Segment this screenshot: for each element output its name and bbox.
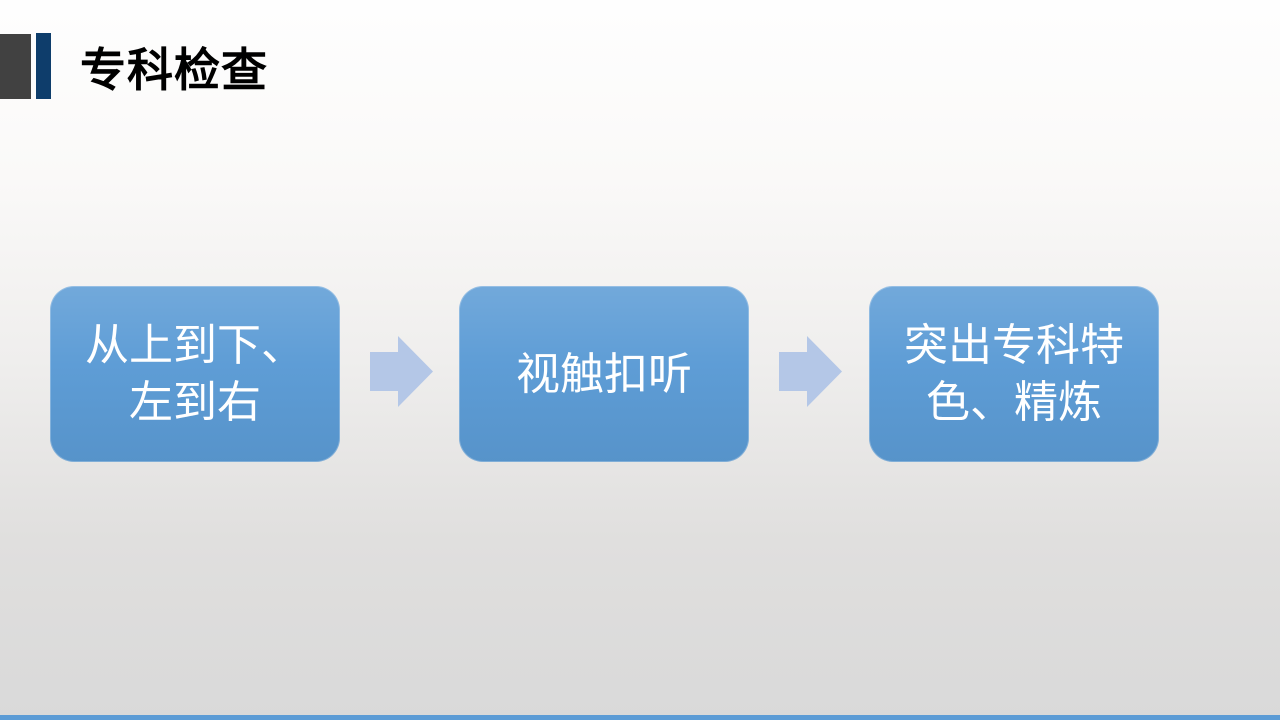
arrow-right-shape	[779, 336, 842, 407]
process-step-3: 突出专科特 色、精炼	[869, 286, 1159, 462]
arrow-right-icon	[370, 336, 433, 407]
arrow-right-shape	[370, 336, 433, 407]
bottom-accent-bar	[0, 715, 1280, 720]
process-step-2: 视触扣听	[459, 286, 749, 462]
page-title: 专科检查	[80, 44, 268, 96]
title-marker-gray-bar	[0, 34, 31, 99]
arrow-right-icon	[779, 336, 842, 407]
process-step-2-label: 视触扣听	[516, 349, 692, 399]
process-step-1-label: 从上到下、 左到右	[85, 321, 305, 427]
process-step-3-label: 突出专科特 色、精炼	[904, 321, 1124, 427]
title-marker-navy-bar	[36, 33, 51, 99]
process-step-1: 从上到下、 左到右	[50, 286, 340, 462]
